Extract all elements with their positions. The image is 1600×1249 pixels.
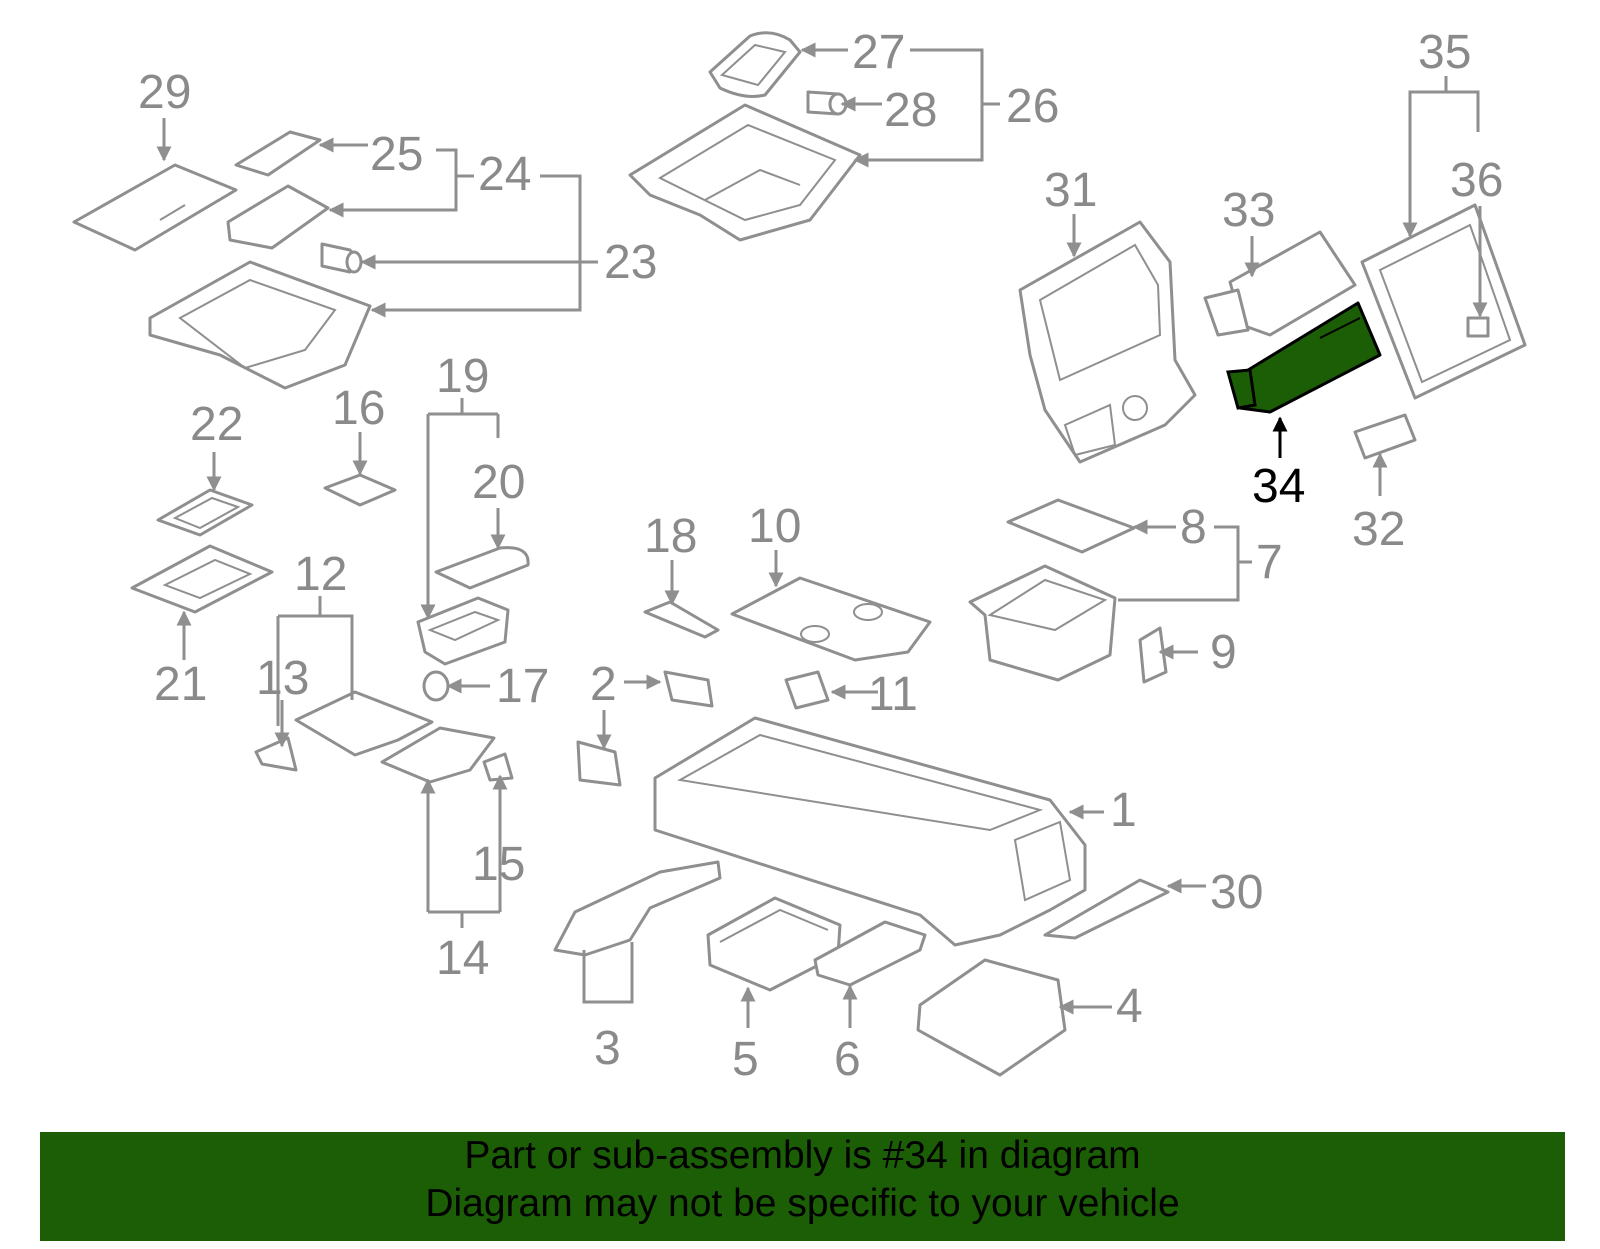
part-13-clip[interactable] <box>254 736 298 772</box>
callout-6: 6 <box>834 1033 861 1086</box>
callout-16: 16 <box>332 382 385 435</box>
part-22-23-tray-assembly[interactable] <box>148 260 372 390</box>
callout-4: 4 <box>1116 980 1143 1033</box>
callout-15: 15 <box>472 838 525 891</box>
callout-36: 36 <box>1450 154 1503 207</box>
callout-11: 11 <box>868 668 918 721</box>
callout-28: 28 <box>884 84 937 137</box>
part-19-cup-holder[interactable] <box>416 596 510 666</box>
part-31-bezel-frame[interactable] <box>1018 220 1197 464</box>
part-12-panel[interactable] <box>294 690 434 757</box>
callout-8: 8 <box>1180 501 1207 554</box>
part-7-storage-box[interactable] <box>968 564 1117 682</box>
part-8-liner[interactable] <box>1006 498 1136 554</box>
banner-line-1: Part or sub-assembly is #34 in diagram <box>464 1134 1141 1177</box>
part-18-bracket[interactable] <box>643 600 720 639</box>
part-28-power-outlet[interactable] <box>806 90 848 116</box>
part-24-bin-insert[interactable] <box>226 184 330 250</box>
callout-10: 10 <box>748 500 801 553</box>
part-21-trim-panel[interactable] <box>130 544 274 614</box>
part-2-cover[interactable] <box>576 740 622 787</box>
part-34-storage-bin-highlighted[interactable] <box>1226 301 1382 414</box>
part-23-outlet[interactable] <box>320 242 363 274</box>
part-9-latch[interactable] <box>1138 626 1168 684</box>
part-25-lid[interactable] <box>234 130 322 177</box>
part-2-plate[interactable] <box>663 670 714 708</box>
part-1-console-body[interactable] <box>653 716 1087 947</box>
banner-line-2: Diagram may not be specific to your vehi… <box>425 1182 1180 1225</box>
callout-1: 1 <box>1110 784 1137 837</box>
part-27-tray[interactable] <box>708 31 802 98</box>
callout-7: 7 <box>1256 536 1283 589</box>
part-10-shifter-bezel[interactable] <box>730 576 932 662</box>
part-3-bracket[interactable] <box>553 860 722 957</box>
callout-27: 27 <box>852 26 905 79</box>
info-banner: Part or sub-assembly is #34 in diagram D… <box>40 1132 1565 1241</box>
part-5-duct[interactable] <box>706 896 842 992</box>
part-11-switch[interactable] <box>784 670 830 710</box>
part-22-mat[interactable] <box>156 488 254 537</box>
callout-14: 14 <box>436 932 489 985</box>
part-15-clip[interactable] <box>482 752 514 782</box>
callout-34-highlighted: 34 <box>1252 460 1305 513</box>
callout-33: 33 <box>1222 184 1275 237</box>
part-26-rear-lid-assembly[interactable] <box>628 103 862 242</box>
callout-2a: 2 <box>590 658 617 711</box>
callout-labels: 1 2 3 4 5 6 7 8 9 10 11 12 13 14 15 16 1… <box>138 26 1503 1086</box>
part-33-pocket[interactable] <box>1203 230 1357 337</box>
callout-19: 19 <box>436 350 489 403</box>
callout-23: 23 <box>604 236 657 289</box>
callout-3: 3 <box>594 1022 621 1075</box>
callout-26: 26 <box>1006 80 1059 133</box>
callout-24: 24 <box>478 148 531 201</box>
part-6-duct[interactable] <box>813 920 927 987</box>
callout-32: 32 <box>1352 503 1405 556</box>
callout-5: 5 <box>732 1033 759 1086</box>
callout-30: 30 <box>1210 866 1263 919</box>
callout-9: 9 <box>1210 626 1237 679</box>
part-17-cap[interactable] <box>422 670 450 702</box>
part-35-door-panel[interactable] <box>1360 203 1527 400</box>
callout-35: 35 <box>1418 26 1471 79</box>
callout-13: 13 <box>256 652 309 705</box>
callout-31: 31 <box>1044 164 1097 217</box>
callout-22: 22 <box>190 398 243 451</box>
leader-lines <box>156 42 1488 1028</box>
part-32-handle[interactable] <box>1353 413 1417 460</box>
callout-20: 20 <box>472 456 525 509</box>
callout-17: 17 <box>496 660 549 713</box>
part-4-bracket[interactable] <box>916 958 1067 1077</box>
part-16-bezel[interactable] <box>323 473 397 507</box>
callout-12: 12 <box>294 548 347 601</box>
part-36-clip[interactable] <box>1466 316 1490 338</box>
callout-25: 25 <box>370 128 423 181</box>
part-29-mat[interactable] <box>72 163 238 252</box>
part-20-cup-holder-insert[interactable] <box>434 546 530 590</box>
callout-21: 21 <box>154 658 207 711</box>
callout-18: 18 <box>644 510 697 563</box>
callout-29: 29 <box>138 66 191 119</box>
